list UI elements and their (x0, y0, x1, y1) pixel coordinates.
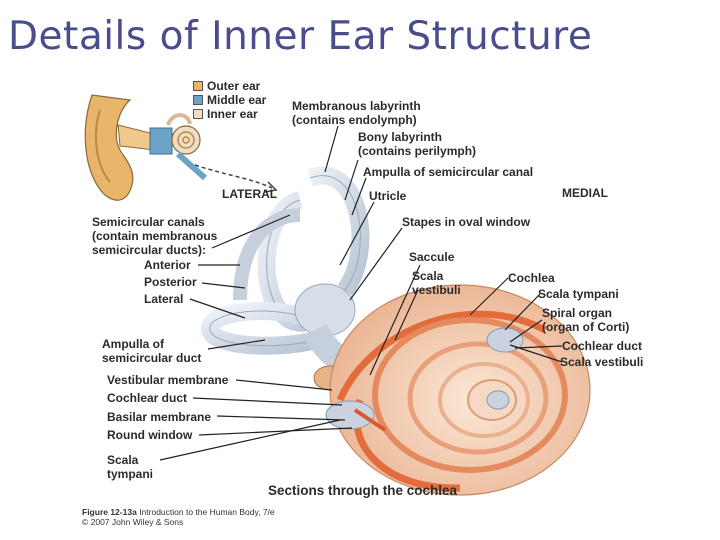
legend-item-inner-ear: Inner ear (193, 106, 258, 121)
label-scala-vestibuli-right: Scala vestibuli (560, 355, 644, 369)
label-scala-tympani-left: Scala tympani (107, 453, 154, 481)
label-cochlear-duct-left: Cochlear duct (107, 391, 188, 405)
legend-item-middle-ear: Middle ear (193, 92, 267, 107)
legend-swatch (193, 80, 203, 91)
legend-swatch (193, 94, 203, 105)
label-membranous-labyrinth: Membranous labyrinth (contains endolymph… (292, 99, 421, 127)
legend-item-outer-ear: Outer ear (193, 78, 261, 93)
legend-label: Middle ear (207, 92, 267, 107)
label-basilar-membrane: Basilar membrane (107, 410, 212, 424)
label-vestibular-membrane: Vestibular membrane (107, 373, 229, 387)
label-stapes: Stapes in oval window (402, 215, 531, 229)
label-ampulla-semicircular-canal: Ampulla of semicircular canal (363, 165, 534, 179)
book-title: Introduction to the Human Body, 7/e (139, 507, 275, 517)
legend-label: Outer ear (207, 78, 261, 93)
label-sections-through-cochlea: Sections through the cochlea (268, 483, 458, 498)
label-scala-vestibuli-top: Scala vestibuli (412, 269, 461, 297)
label-utricle: Utricle (369, 189, 407, 203)
label-semicircular-canals: Semicircular canals (contain membranous … (92, 215, 218, 257)
label-anterior: Anterior (144, 258, 191, 272)
label-ampulla-semicircular-duct: Ampulla of semicircular duct (102, 337, 202, 365)
label-bony-labyrinth: Bony labyrinth (contains perilymph) (358, 130, 477, 158)
figure-caption: Figure 12-13a Introduction to the Human … (82, 507, 275, 527)
leader-lines (159, 125, 563, 461)
ear-overview-inset (84, 94, 278, 201)
label-lateral-canal: Lateral (144, 292, 184, 306)
label-saccule: Saccule (409, 250, 455, 264)
legend-label: Inner ear (207, 106, 258, 121)
page-title: Details of Inner Ear Structure (8, 14, 593, 59)
cochlea-spiral (325, 284, 591, 496)
label-cochlea: Cochlea (508, 271, 555, 285)
label-scala-tympani-right: Scala tympani (538, 287, 619, 301)
label-posterior: Posterior (144, 275, 197, 289)
copyright: © 2007 John Wiley & Sons (82, 517, 184, 527)
label-cochlear-duct-right: Cochlear duct (562, 339, 643, 353)
label-medial: MEDIAL (562, 186, 608, 200)
label-lateral: LATERAL (222, 187, 278, 201)
label-round-window: Round window (107, 428, 193, 442)
label-spiral-organ: Spiral organ (organ of Corti) (542, 306, 630, 334)
figure-number: Figure 12-13a (82, 507, 137, 517)
legend-swatch (193, 108, 203, 119)
